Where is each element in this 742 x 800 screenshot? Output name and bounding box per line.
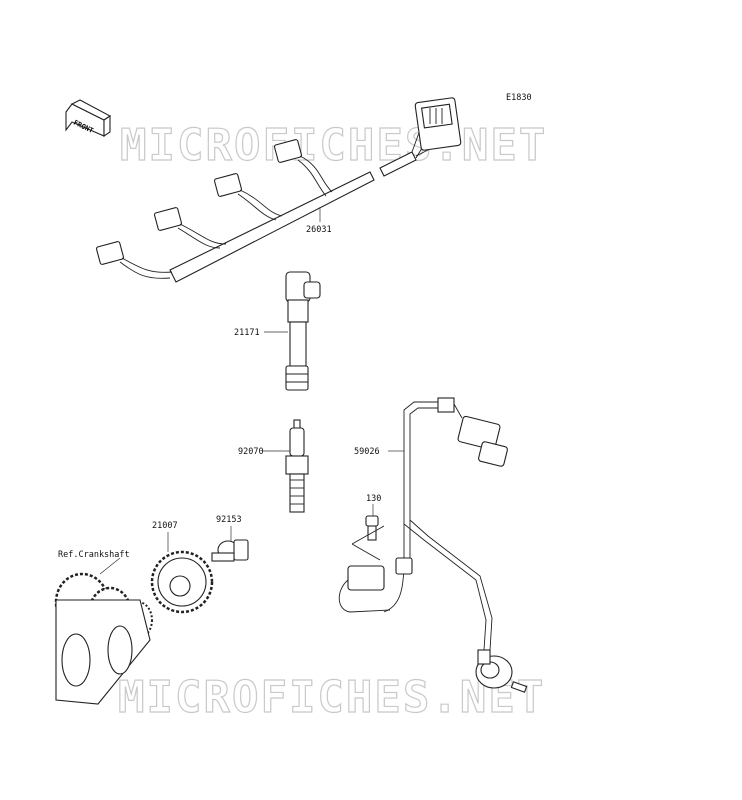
wiring-harness[interactable] [95, 97, 462, 283]
watermark-bottom: MICROFICHES.NET [118, 672, 545, 723]
pickup-coil-harness[interactable] [338, 397, 528, 693]
label-crankshaft: Ref.Crankshaft [58, 550, 130, 560]
label-21007: 21007 [152, 521, 178, 531]
label-21171: 21171 [234, 328, 260, 338]
bolt-92153[interactable] [211, 539, 249, 562]
bolt-130[interactable] [351, 515, 385, 561]
diagram-code: E1830 [506, 93, 532, 103]
spark-plug[interactable] [285, 419, 309, 513]
crankshaft[interactable] [54, 572, 153, 705]
watermark-top: MICROFICHES.NET [120, 120, 547, 171]
label-92070: 92070 [238, 447, 264, 457]
ignition-coil[interactable] [285, 271, 321, 391]
label-26031: 26031 [306, 225, 332, 235]
rotor-gear[interactable] [150, 550, 214, 614]
label-92153: 92153 [216, 515, 242, 525]
label-130: 130 [366, 494, 381, 504]
front-arrow-icon: FRONT [65, 99, 112, 138]
label-59026: 59026 [354, 447, 380, 457]
